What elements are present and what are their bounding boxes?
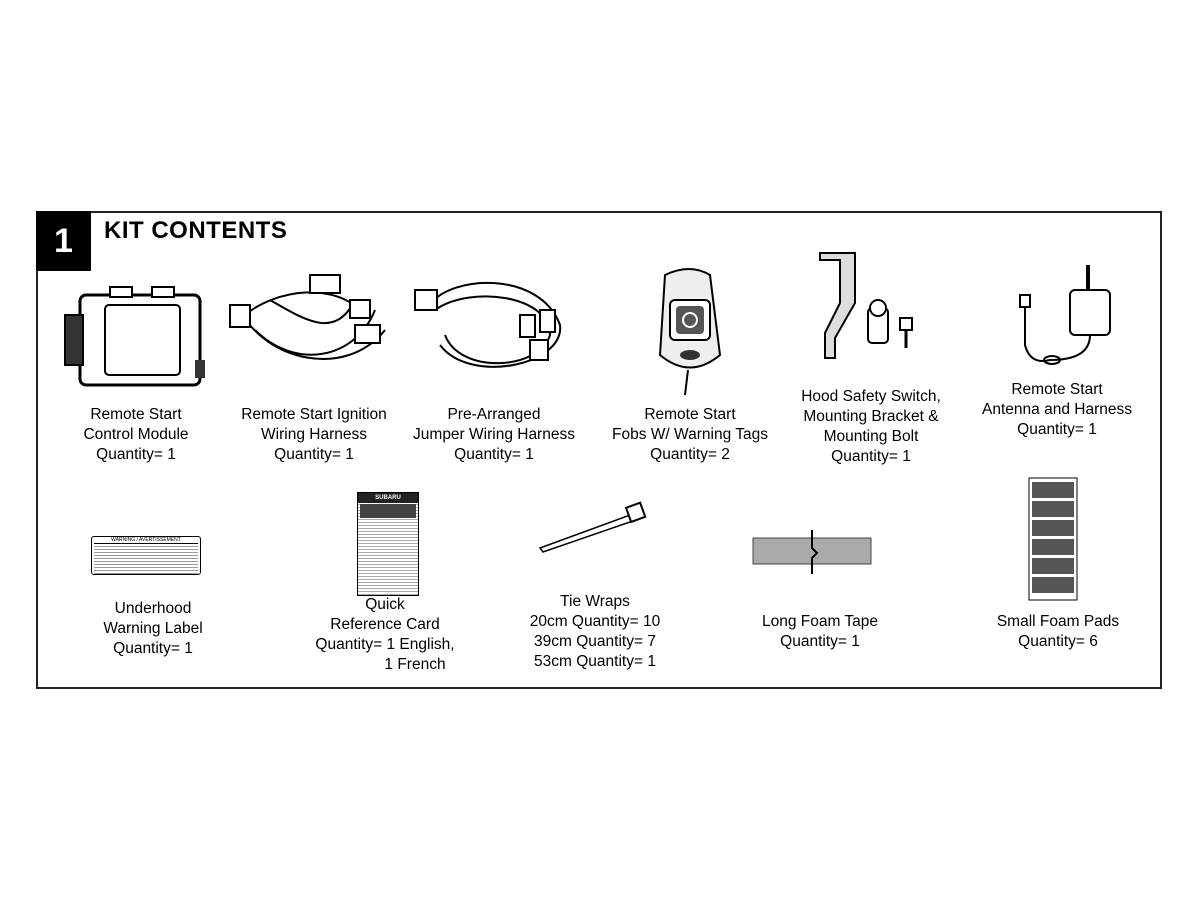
- section-frame: [36, 211, 1162, 689]
- warning-label-title: WARNING / AVERTISSEMENT: [94, 538, 198, 544]
- foam-pads-icon: [1028, 477, 1078, 601]
- item-name: Pre-Arranged: [447, 406, 541, 423]
- control-module-icon: [64, 286, 205, 387]
- caption-control-module: Remote Start Control Module Quantity= 1: [83, 405, 188, 465]
- item-name: Remote Start: [1011, 381, 1103, 398]
- antenna-icon: [1019, 265, 1111, 365]
- caption-reference-card: Quick Reference Card Quantity= 1 English…: [315, 595, 454, 675]
- tie-wrap-icon: [538, 501, 647, 553]
- caption-jumper-harness: Pre-Arranged Jumper Wiring Harness Quant…: [413, 405, 575, 465]
- item-quantity: Quantity= 6: [1018, 633, 1098, 650]
- caption-tie-wrap: Tie Wraps 20cm Quantity= 10 39cm Quantit…: [530, 592, 661, 672]
- reference-card-icon: SUBARU: [357, 492, 419, 596]
- card-brand: SUBARU: [358, 493, 418, 503]
- warning-label-icon: WARNING / AVERTISSEMENT: [91, 536, 201, 575]
- item-quantity: 1 French: [384, 656, 446, 673]
- caption-key-fob: Remote Start Fobs W/ Warning Tags Quanti…: [612, 405, 768, 465]
- item-quantity: 53cm Quantity= 1: [534, 653, 656, 670]
- item-name: Underhood: [114, 600, 192, 617]
- item-name: Fobs W/ Warning Tags: [612, 426, 768, 443]
- item-quantity: 20cm Quantity= 10: [529, 613, 661, 630]
- item-quantity: Quantity= 1: [274, 446, 354, 463]
- item-quantity: 39cm Quantity= 7: [534, 633, 656, 650]
- item-name: Wiring Harness: [261, 426, 367, 443]
- caption-foam-tape: Long Foam Tape Quantity= 1: [762, 612, 878, 652]
- section-number: 1: [36, 211, 91, 271]
- item-quantity: Quantity= 1: [454, 446, 534, 463]
- item-quantity: Quantity= 1: [113, 640, 193, 657]
- jumper-harness-icon: [414, 281, 562, 368]
- wiring-harness-icon: [229, 274, 386, 360]
- item-name: Tie Wraps: [560, 593, 630, 610]
- key-fob-icon: [658, 268, 722, 396]
- item-name: Remote Start: [90, 406, 182, 423]
- item-name: Mounting Bolt: [823, 428, 919, 445]
- item-name: Control Module: [83, 426, 189, 443]
- caption-wiring-harness: Remote Start Ignition Wiring Harness Qua…: [241, 405, 387, 465]
- item-name: Remote Start Ignition: [241, 406, 387, 423]
- item-quantity: Quantity= 2: [650, 446, 730, 463]
- item-quantity: Quantity= 1: [96, 446, 176, 463]
- item-name: Long Foam Tape: [761, 613, 879, 630]
- item-name: Quick: [365, 596, 405, 613]
- item-quantity: Quantity= 1: [1017, 421, 1097, 438]
- caption-hood-switch: Hood Safety Switch, Mounting Bracket & M…: [801, 387, 941, 467]
- item-quantity: Quantity= 1 English,: [315, 636, 455, 653]
- item-name: Warning Label: [103, 620, 203, 637]
- item-name: Hood Safety Switch,: [801, 388, 941, 405]
- item-name: Reference Card: [330, 616, 440, 633]
- foam-tape-icon: [752, 530, 872, 574]
- item-name: Remote Start: [644, 406, 736, 423]
- item-name: Small Foam Pads: [996, 613, 1120, 630]
- hood-switch-icon: [819, 252, 913, 359]
- item-quantity: Quantity= 1: [780, 633, 860, 650]
- item-name: Mounting Bracket &: [803, 408, 939, 425]
- item-name: Jumper Wiring Harness: [413, 426, 575, 443]
- item-quantity: Quantity= 1: [831, 448, 911, 465]
- item-name: Antenna and Harness: [982, 401, 1132, 418]
- section-title: KIT CONTENTS: [104, 217, 288, 244]
- caption-warning-label: Underhood Warning Label Quantity= 1: [103, 599, 202, 659]
- caption-antenna: Remote Start Antenna and Harness Quantit…: [982, 380, 1132, 440]
- caption-foam-pads: Small Foam Pads Quantity= 6: [997, 612, 1119, 652]
